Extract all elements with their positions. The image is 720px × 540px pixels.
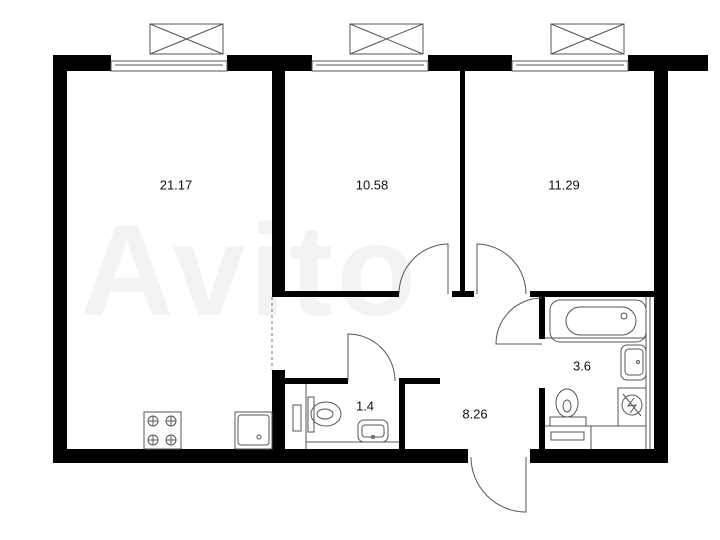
- walls: [53, 55, 708, 463]
- room-area-toilet: 1.4: [355, 398, 375, 414]
- kitchen-sink: [234, 411, 273, 450]
- room-area-living-kitchen: 21.17: [159, 177, 193, 193]
- bath-fixtures: [545, 297, 651, 449]
- stove: [143, 411, 182, 450]
- windows: [110, 60, 629, 72]
- vent-box-3: [550, 23, 625, 55]
- avito-watermark: Avito: [80, 197, 421, 343]
- vent-box-2: [349, 23, 424, 55]
- room-area-hallway: 8.26: [462, 406, 488, 422]
- room-area-bedroom-1: 10.58: [355, 177, 389, 193]
- room-area-bedroom-2: 11.29: [548, 177, 580, 193]
- room-area-bathroom: 3.6: [572, 358, 592, 374]
- ventilation-units: [149, 23, 625, 55]
- vent-box-1: [149, 23, 224, 55]
- wc-fixtures: [292, 384, 399, 449]
- doors: [347, 243, 543, 513]
